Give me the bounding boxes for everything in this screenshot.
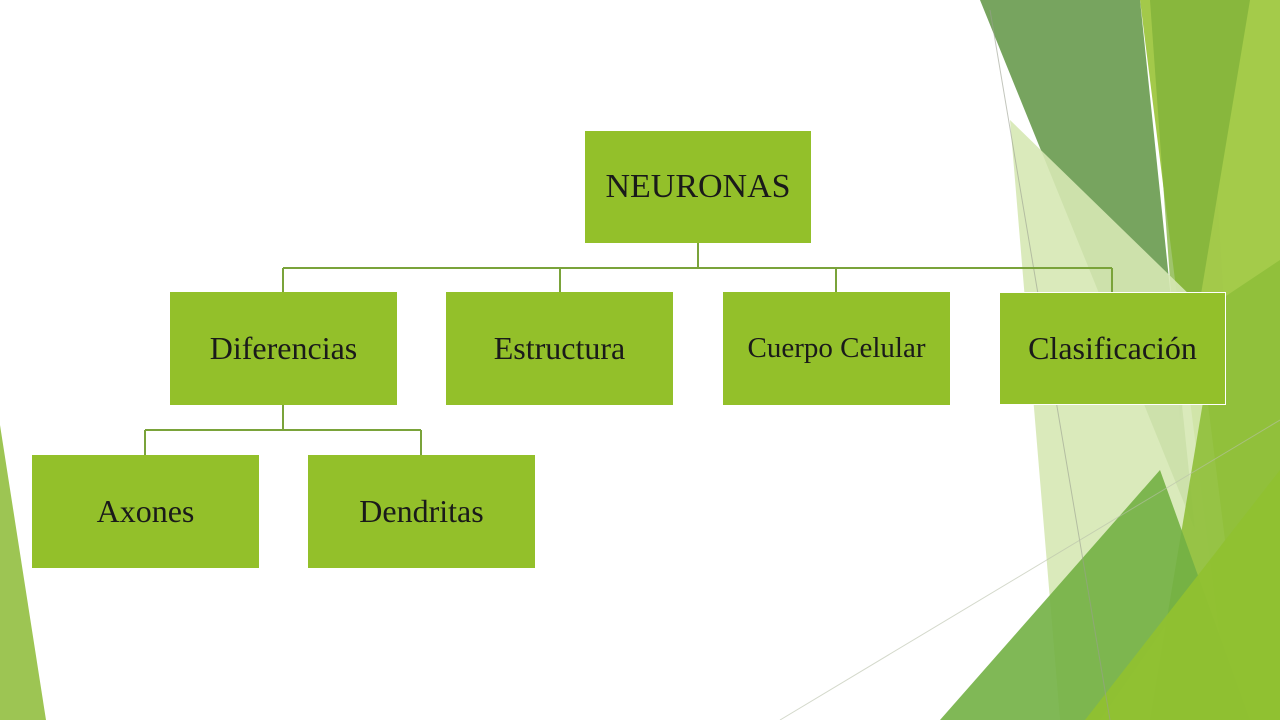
node-diferencias: Diferencias xyxy=(170,292,397,405)
right-thin-line-2 xyxy=(779,419,1280,720)
node-cuerpo-celular: Cuerpo Celular xyxy=(723,292,950,405)
node-axones: Axones xyxy=(32,455,259,568)
right-accent-shape-8 xyxy=(1085,470,1280,720)
node-estructura: Estructura xyxy=(446,292,673,405)
left-accent-sliver xyxy=(0,425,46,720)
node-dendritas: Dendritas xyxy=(308,455,535,568)
node-neuronas: NEURONAS xyxy=(585,131,811,243)
node-clasificacion: Clasificación xyxy=(999,292,1226,405)
